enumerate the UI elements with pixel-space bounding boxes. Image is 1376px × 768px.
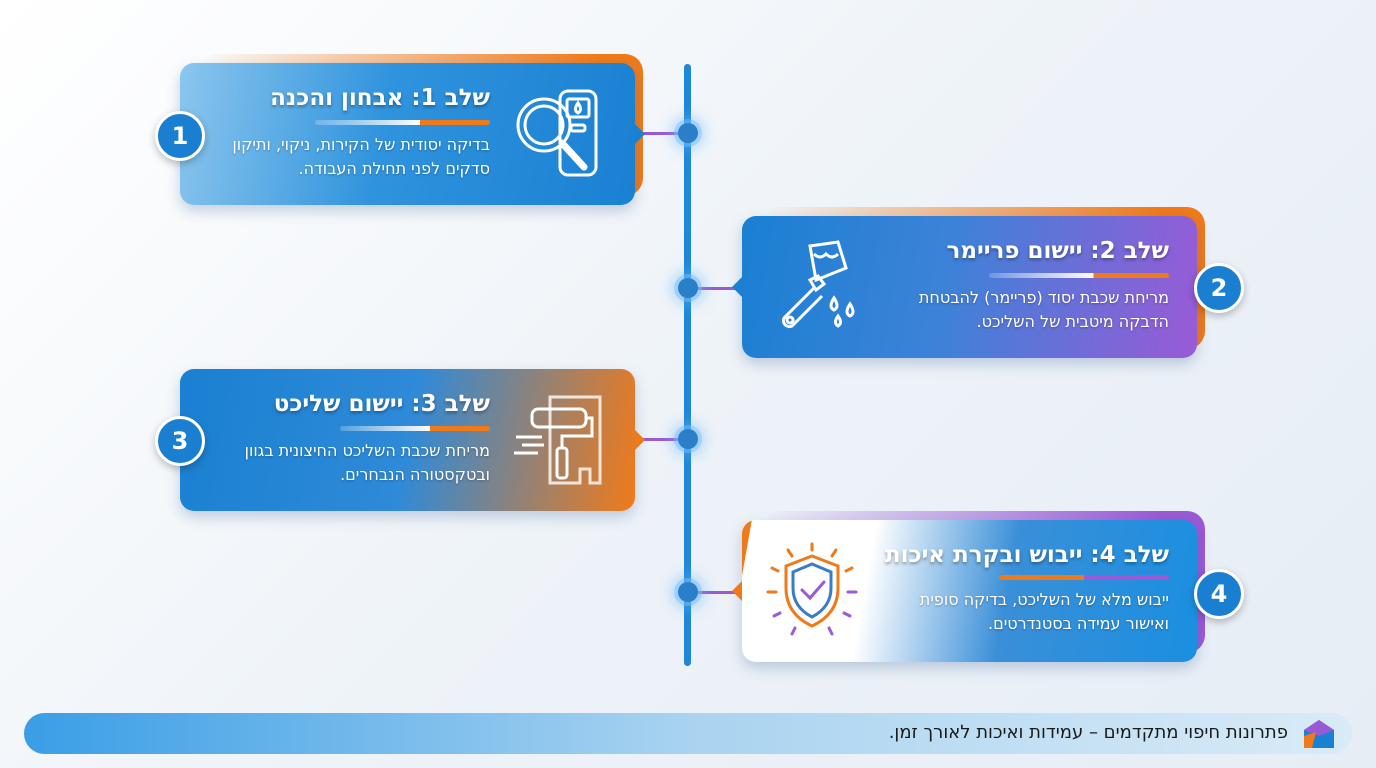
- step-title: שלב 1: אבחון והכנה: [270, 85, 490, 111]
- connector-1: [636, 132, 686, 135]
- timeline-line: [684, 64, 691, 666]
- timeline-node-3: [678, 429, 698, 449]
- title-underline: [999, 575, 1169, 580]
- paintbrush-drops-icon: [781, 240, 855, 329]
- house-logo-icon: [1304, 720, 1334, 748]
- paint-roller-icon: [514, 395, 602, 485]
- step-title: שלב 2: יישום פריימר: [946, 238, 1169, 264]
- connector-3: [636, 438, 686, 441]
- step-card-4: שלב 4: ייבוש ובקרת איכות ייבוש מלא של הש…: [732, 511, 1244, 662]
- step-number-badge: 3: [155, 416, 205, 466]
- step-description: בדיקה יסודית של הקירות, ניקוי, ותיקון סד…: [232, 135, 490, 178]
- footer-text: פתרונות חיפוי מתקדמים – עמידות ואיכות לא…: [888, 722, 1288, 743]
- step-title: שלב 3: יישום שליכט: [273, 391, 490, 417]
- step-number-badge: 4: [1194, 569, 1244, 619]
- step-title: שלב 4: ייבוש ובקרת איכות: [884, 542, 1169, 568]
- step-description: ייבוש מלא של השליכט, בדיקה סופית ואישור …: [919, 590, 1169, 633]
- connector-2: [690, 287, 740, 290]
- step-number-badge: 2: [1194, 263, 1244, 313]
- title-underline: [340, 426, 490, 431]
- footer-banner: פתרונות חיפוי מתקדמים – עמידות ואיכות לא…: [24, 713, 1352, 754]
- step-description: מריחת שכבת השליכט החיצונית בגוון ובטקסטו…: [244, 441, 490, 484]
- title-underline: [315, 120, 490, 125]
- step-card-3: שלב 3: יישום שליכט מריחת שכבת השליכט החי…: [155, 369, 645, 511]
- step-card-2: שלב 2: יישום פריימר מריחת שכבת יסוד (פרי…: [732, 207, 1244, 358]
- title-underline: [989, 273, 1169, 278]
- magnifier-moisture-meter-icon: [516, 89, 598, 177]
- step-number-badge: 1: [155, 111, 205, 161]
- shield-check-icon: [766, 542, 858, 636]
- step-description: מריחת שכבת יסוד (פריימר) להבטחת הדבקה מי…: [918, 288, 1169, 331]
- step-card-1: שלב 1: אבחון והכנה בדיקה יסודית של הקירו…: [155, 54, 645, 205]
- timeline-node-1: [678, 123, 698, 143]
- timeline-node-4: [678, 582, 698, 602]
- timeline-node-2: [678, 278, 698, 298]
- connector-4: [690, 591, 740, 594]
